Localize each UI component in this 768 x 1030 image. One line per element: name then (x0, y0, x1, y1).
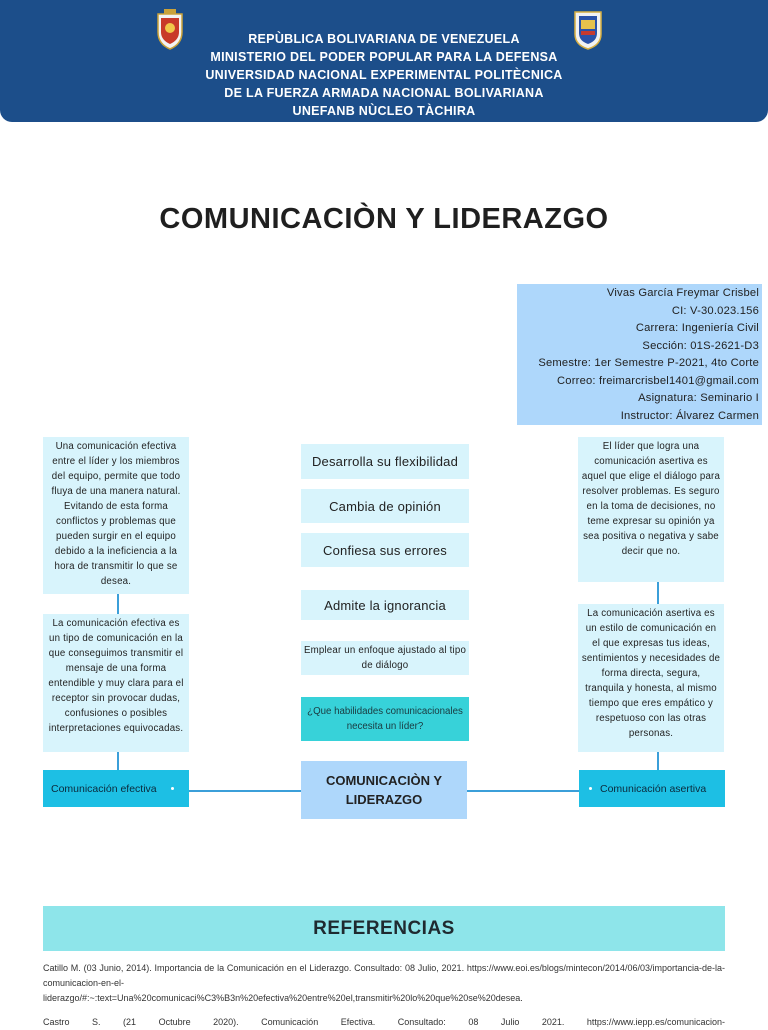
effective-communication-label-text: Comunicación efectiva (51, 782, 157, 795)
effective-communication-label: Comunicación efectiva (43, 770, 189, 807)
trait-flexibility: Desarrolla su flexibilidad (301, 444, 469, 479)
reference-1: Catillo M. (03 Junio, 2014). Importancia… (43, 961, 725, 1006)
effective-communication-definition-text: La comunicación efectiva es un tipo de c… (43, 614, 189, 752)
bullet-icon (589, 787, 592, 790)
central-topic-line2: LIDERAZGO (345, 792, 423, 807)
student-section: Sección: 01S-2621-D3 (642, 339, 759, 352)
header-line: DE LA FUERZA ARMADA NACIONAL BOLIVARIANA (224, 86, 544, 100)
header-banner: REPÙBLICA BOLIVARIANA DE VENEZUELA MINIS… (0, 0, 768, 122)
bullet-icon (170, 787, 174, 790)
student-id: CI: V-30.023.156 (671, 304, 759, 317)
trait-admit-errors: Confiesa sus errores (301, 533, 469, 567)
page-title: COMUNICACIÒN Y LIDERAZGO (159, 203, 609, 235)
student-info-box: Vivas García Freymar Crisbel CI: V-30.02… (517, 284, 762, 425)
header-text: REPÙBLICA BOLIVARIANA DE VENEZUELA MINIS… (0, 30, 768, 120)
student-subject: Asignatura: Seminario I (638, 392, 759, 404)
assertive-communication-leader-text: El líder que logra una comunicación aser… (578, 437, 724, 582)
central-topic-line1: COMUNICACIÒN Y (325, 773, 443, 788)
connector-line (657, 582, 659, 606)
connector-line (467, 790, 579, 792)
effective-communication-leader-text: Una comunicación efectiva entre el líder… (43, 437, 189, 594)
central-topic: COMUNICACIÒN Y LIDERAZGO (301, 761, 467, 819)
student-semester: Semestre: 1er Semestre P-2021, 4to Corte (538, 357, 759, 369)
header-line: UNIVERSIDAD NACIONAL EXPERIMENTAL POLITÈ… (205, 68, 563, 82)
trait-admit-ignorance: Admite la ignorancia (301, 590, 469, 620)
reference-1-line2: liderazgo/#:~:text=Una%20comunicaci%C3%B… (43, 993, 523, 1003)
naval-shield-icon (574, 11, 602, 50)
header-line: MINISTERIO DEL PODER POPULAR PARA LA DEF… (210, 50, 558, 64)
header-line: UNEFANB NÙCLEO TÀCHIRA (292, 104, 476, 118)
assertive-communication-label: Comunicación asertiva (579, 770, 725, 807)
references-heading: REFERENCIAS (43, 906, 725, 951)
connector-line (117, 594, 119, 618)
student-career: Carrera: Ingeniería Civil (635, 322, 759, 334)
student-email: Correo: freimarcrisbel1401@gmail.com (557, 374, 759, 387)
connector-line (657, 752, 659, 770)
connector-line (117, 752, 119, 770)
university-crest-icon (157, 9, 183, 50)
connector-line (189, 790, 301, 792)
skills-question: ¿Que habilidades comunicacionales necesi… (301, 697, 469, 741)
reference-2: Castro S. (21 Octubre 2020). Comunicació… (43, 1017, 725, 1027)
student-name: Vivas García Freymar Crisbel (606, 287, 759, 299)
reference-1-line1: Catillo M. (03 Junio, 2014). Importancia… (43, 963, 725, 988)
header-line: REPÙBLICA BOLIVARIANA DE VENEZUELA (248, 32, 520, 46)
assertive-communication-label-text: Comunicación asertiva (600, 782, 707, 795)
trait-adjusted-approach: Emplear un enfoque ajustado al tipo de d… (301, 641, 469, 675)
assertive-communication-definition-text: La comunicación asertiva es un estilo de… (578, 604, 724, 752)
trait-change-opinion: Cambia de opinión (301, 489, 469, 523)
student-instructor: Instructor: Álvarez Carmen (620, 409, 759, 422)
